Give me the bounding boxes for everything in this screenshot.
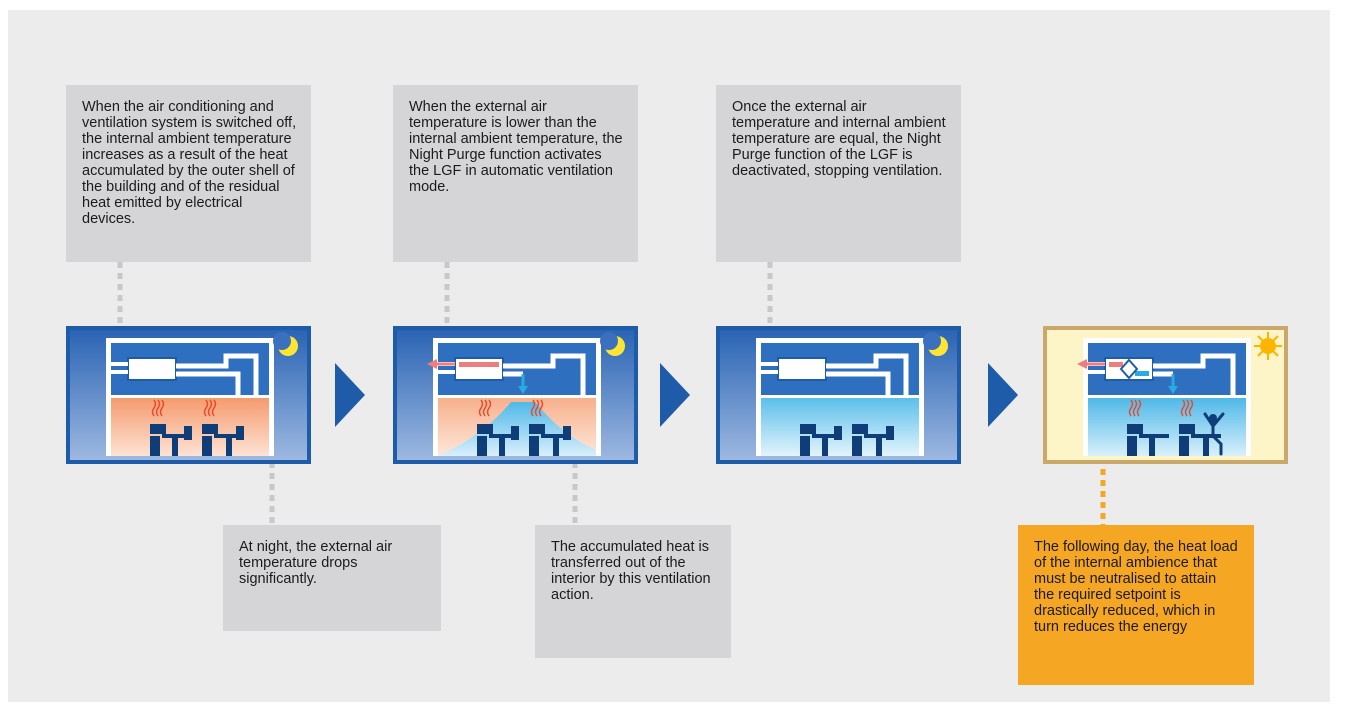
sun-icon (1254, 332, 1282, 360)
person-stretching-icon (1203, 412, 1225, 456)
heat-waves-icon (478, 399, 544, 417)
step2-note: The accumulated heat is transferred out … (535, 525, 731, 658)
step-arrow-icon (335, 363, 365, 427)
step3-description: Once the external air temperature and in… (716, 85, 961, 262)
office-desk-icon (150, 424, 244, 456)
step4-note: The following day, the heat load of the … (1018, 525, 1254, 685)
crescent-moon-icon (600, 332, 625, 356)
exhaust-arrow-icon (427, 359, 455, 369)
ventilation-unit-icon (1083, 353, 1236, 396)
step-arrow-icon (660, 363, 690, 427)
step2-description: When the external air temperature is low… (393, 85, 638, 262)
diagram-canvas: When the air conditioning and ventilatio… (8, 10, 1330, 702)
crescent-moon-icon (273, 332, 298, 356)
scene-night-heat-accumulated (66, 326, 311, 464)
scene-night-purge-active (393, 326, 638, 464)
step1-note: At night, the external air temperature d… (223, 525, 441, 631)
scene-day-reduced-load (1043, 326, 1288, 464)
step-arrow-icon (988, 363, 1018, 427)
exhaust-arrow-icon (1077, 359, 1105, 369)
office-desk-icon (477, 424, 571, 456)
heat-waves-icon (151, 399, 217, 417)
office-desk-icon (1127, 424, 1221, 456)
supply-arrow-icon (1168, 374, 1178, 394)
crescent-moon-icon (923, 332, 948, 356)
heat-waves-icon (1128, 399, 1194, 417)
office-desk-icon (800, 424, 894, 456)
step1-description: When the air conditioning and ventilatio… (66, 85, 311, 262)
ventilation-unit-icon (756, 353, 909, 396)
supply-arrow-icon (518, 374, 528, 394)
ventilation-unit-icon (106, 353, 259, 396)
scene-night-purge-off (716, 326, 961, 464)
